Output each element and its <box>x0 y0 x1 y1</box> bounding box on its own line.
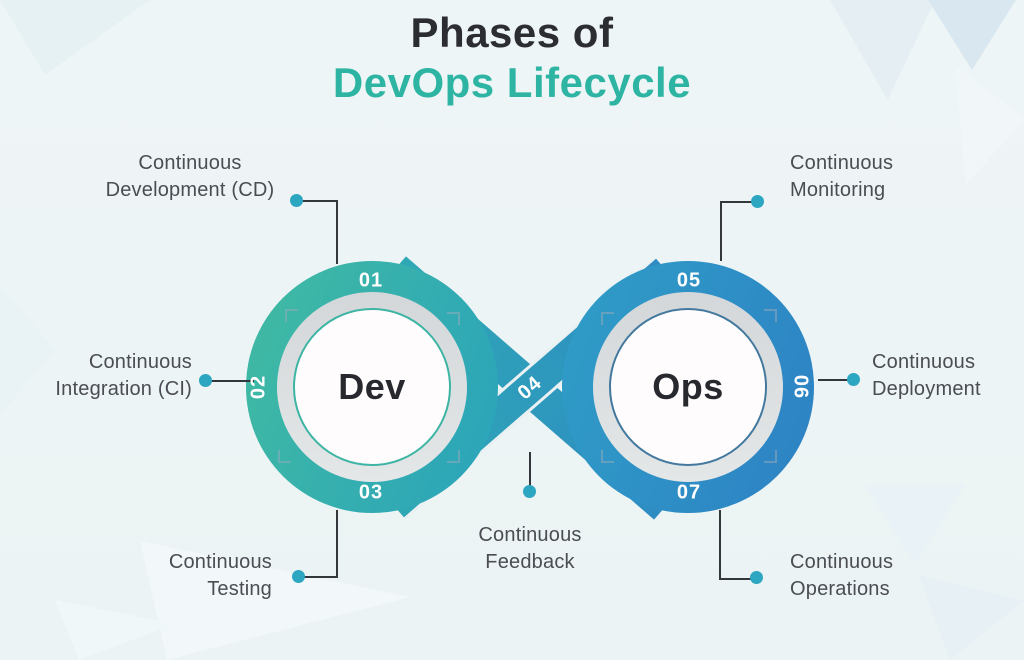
label-line: Feedback <box>485 551 575 573</box>
label-line: Continuous <box>872 351 976 373</box>
corner-bracket-icon <box>278 450 291 463</box>
dev-circle: Dev <box>293 308 451 466</box>
label-continuous-development: Continuous Development (CD) <box>80 150 300 204</box>
label-line: Continuous <box>88 351 192 373</box>
label-line: Testing <box>207 578 272 600</box>
connector-line <box>302 576 338 578</box>
phase-number-07: 07 <box>676 481 702 504</box>
label-line: Development (CD) <box>105 179 275 201</box>
phase-number-02: 02 <box>247 374 270 400</box>
label-line: Continuous <box>790 152 894 174</box>
label-continuous-monitoring: Continuous Monitoring <box>790 150 1010 204</box>
page-title: Phases of DevOps Lifecycle <box>0 8 1024 108</box>
label-line: Continuous <box>478 524 582 546</box>
label-continuous-operations: Continuous Operations <box>790 549 990 603</box>
label-line: Continuous <box>168 551 272 573</box>
connector-line <box>210 380 254 382</box>
label-line: Integration (CI) <box>55 378 192 400</box>
label-continuous-deployment: Continuous Deployment <box>872 349 1022 403</box>
dev-label: Dev <box>338 366 406 407</box>
corner-bracket-icon <box>764 450 777 463</box>
connector-line <box>300 200 338 202</box>
ops-circle: Ops <box>609 308 767 466</box>
connector-line <box>336 510 338 578</box>
connector-line <box>720 201 757 203</box>
phase-number-05: 05 <box>676 269 702 292</box>
connector-line <box>336 200 338 264</box>
connector-line <box>818 379 854 381</box>
connector-line <box>721 578 755 580</box>
title-line-1: Phases of <box>410 9 614 56</box>
label-continuous-integration: Continuous Integration (CI) <box>0 349 192 403</box>
connector-dot <box>523 485 536 498</box>
connector-dot <box>199 374 212 387</box>
phase-number-03: 03 <box>358 481 384 504</box>
title-line-2: DevOps Lifecycle <box>332 59 692 106</box>
connector-dot <box>750 571 763 584</box>
label-line: Operations <box>790 578 890 600</box>
label-continuous-feedback: Continuous Feedback <box>430 522 630 576</box>
corner-bracket-icon <box>285 309 298 322</box>
corner-bracket-icon <box>447 312 460 325</box>
label-continuous-testing: Continuous Testing <box>72 549 272 603</box>
connector-line <box>719 510 721 580</box>
connector-dot <box>292 570 305 583</box>
label-line: Continuous <box>138 152 242 174</box>
phase-number-06: 06 <box>789 374 812 400</box>
corner-bracket-icon <box>764 309 777 322</box>
corner-bracket-icon <box>601 450 614 463</box>
corner-bracket-icon <box>601 312 614 325</box>
ops-label: Ops <box>652 366 724 407</box>
corner-bracket-icon <box>447 450 460 463</box>
connector-line <box>720 201 722 261</box>
connector-dot <box>847 373 860 386</box>
phase-number-04: 04 <box>513 371 547 404</box>
label-line: Deployment <box>872 378 981 400</box>
label-line: Continuous <box>790 551 894 573</box>
connector-dot <box>290 194 303 207</box>
phase-number-01: 01 <box>358 269 384 292</box>
label-line: Monitoring <box>790 179 886 201</box>
connector-line <box>529 452 531 488</box>
connector-dot <box>751 195 764 208</box>
